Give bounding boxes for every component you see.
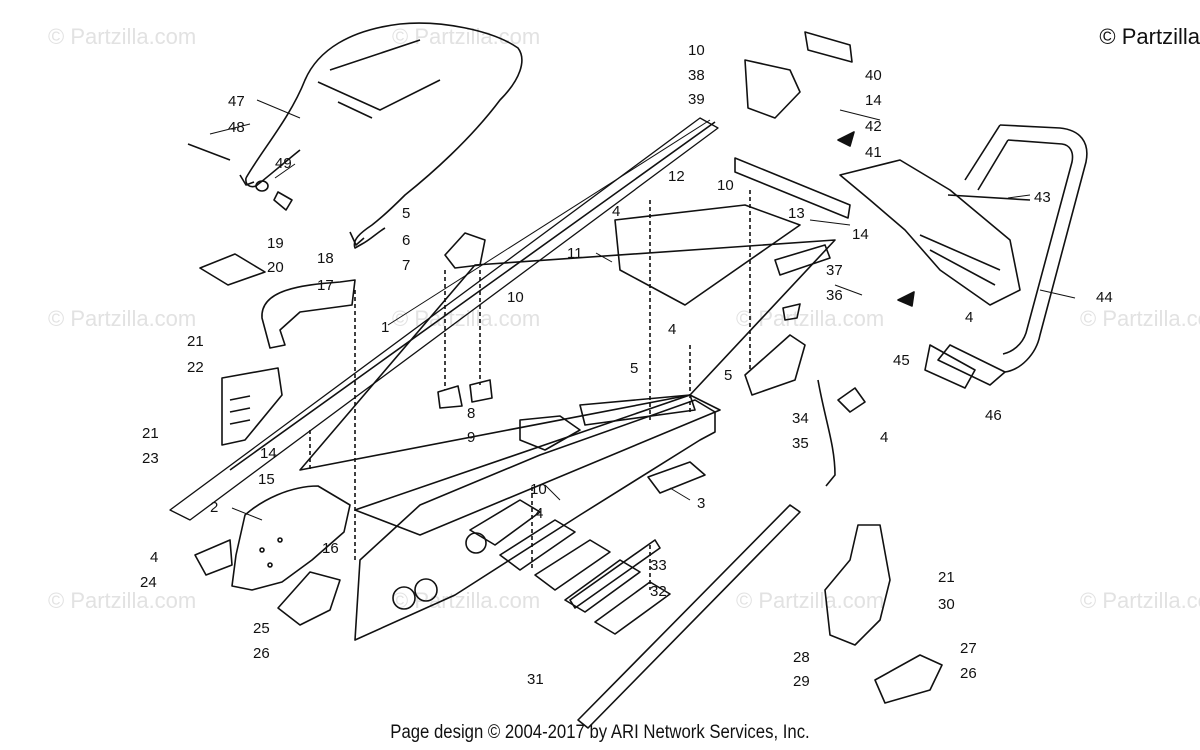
- snowflap: [839, 159, 1031, 306]
- callout-7: 7: [402, 257, 410, 274]
- callout-20: 20: [267, 259, 284, 276]
- watermark: © Partzilla.com: [48, 306, 197, 331]
- grab-bracket: [744, 31, 853, 119]
- callout-34: 34: [792, 410, 809, 427]
- callout-26: 26: [253, 645, 270, 662]
- callout-16: 16: [322, 540, 339, 557]
- callout-36: 36: [826, 287, 843, 304]
- callout-39: 39: [688, 91, 705, 108]
- callout-4: 4: [535, 505, 543, 522]
- watermark: © Partzilla.com: [392, 588, 541, 613]
- callout-27: 27: [960, 640, 977, 657]
- callout-8: 8: [467, 405, 475, 422]
- partzilla-brand: © Partzilla: [1099, 24, 1200, 49]
- callout-17: 17: [317, 277, 334, 294]
- callout-4: 4: [668, 321, 676, 338]
- callout-43: 43: [1034, 189, 1051, 206]
- callout-30: 30: [938, 596, 955, 613]
- callout-40: 40: [865, 67, 882, 84]
- callout-4: 4: [880, 429, 888, 446]
- callout-21: 21: [142, 425, 159, 442]
- callout-46: 46: [985, 407, 1002, 424]
- callout-32: 32: [650, 583, 667, 600]
- callout-23: 23: [142, 450, 159, 467]
- callout-10: 10: [688, 42, 705, 59]
- callout-5: 5: [402, 205, 410, 222]
- callout-12: 12: [668, 168, 685, 185]
- callout-38: 38: [688, 67, 705, 84]
- watermark: © Partzilla.com: [1080, 588, 1200, 613]
- callout-31: 31: [527, 671, 544, 688]
- callout-6: 6: [402, 232, 410, 249]
- callout-4: 4: [612, 203, 620, 220]
- callout-14: 14: [260, 445, 277, 462]
- callout-13: 13: [788, 205, 805, 222]
- watermark: © Partzilla.com: [736, 588, 885, 613]
- side-panel-left: [231, 485, 351, 591]
- watermark: © Partzilla.com: [48, 588, 197, 613]
- callout-5: 5: [724, 367, 732, 384]
- callout-49: 49: [275, 155, 292, 172]
- callout-18: 18: [317, 250, 334, 267]
- watermark: © Partzilla.com: [48, 24, 197, 49]
- callout-5: 5: [630, 360, 638, 377]
- callout-26: 26: [960, 665, 977, 682]
- callout-14: 14: [865, 92, 882, 109]
- callout-10: 10: [530, 481, 547, 498]
- callout-22: 22: [187, 359, 204, 376]
- callout-44: 44: [1096, 289, 1113, 306]
- callout-33: 33: [650, 557, 667, 574]
- callout-3: 3: [697, 495, 705, 512]
- callout-21: 21: [187, 333, 204, 350]
- callout-10: 10: [507, 289, 524, 306]
- watermark: © Partzilla.com: [1080, 306, 1200, 331]
- callout-10: 10: [717, 177, 734, 194]
- callout-4: 4: [965, 309, 973, 326]
- callout-48: 48: [228, 119, 245, 136]
- callout-2: 2: [210, 499, 218, 516]
- footer-copyright: Page design © 2004-2017 by ARI Network S…: [390, 722, 810, 743]
- callout-9: 9: [467, 429, 475, 446]
- chassis-tunnel: [169, 117, 836, 536]
- rear-bumper: [937, 124, 1088, 386]
- callout-41: 41: [865, 144, 882, 161]
- callout-24: 24: [140, 574, 157, 591]
- callout-19: 19: [267, 235, 284, 252]
- callout-45: 45: [893, 352, 910, 369]
- callout-15: 15: [258, 471, 275, 488]
- callout-29: 29: [793, 673, 810, 690]
- callout-47: 47: [228, 93, 245, 110]
- leader-lines: [209, 99, 1076, 521]
- callout-28: 28: [793, 649, 810, 666]
- callout-11: 11: [567, 245, 583, 262]
- callout-1: 1: [381, 319, 389, 336]
- callout-42: 42: [865, 118, 882, 135]
- seat: [239, 22, 523, 249]
- callout-4: 4: [150, 549, 158, 566]
- callout-21: 21: [938, 569, 955, 586]
- running-board: [354, 399, 716, 641]
- callout-14: 14: [852, 226, 869, 243]
- callout-25: 25: [253, 620, 270, 637]
- callout-37: 37: [826, 262, 843, 279]
- callout-35: 35: [792, 435, 809, 452]
